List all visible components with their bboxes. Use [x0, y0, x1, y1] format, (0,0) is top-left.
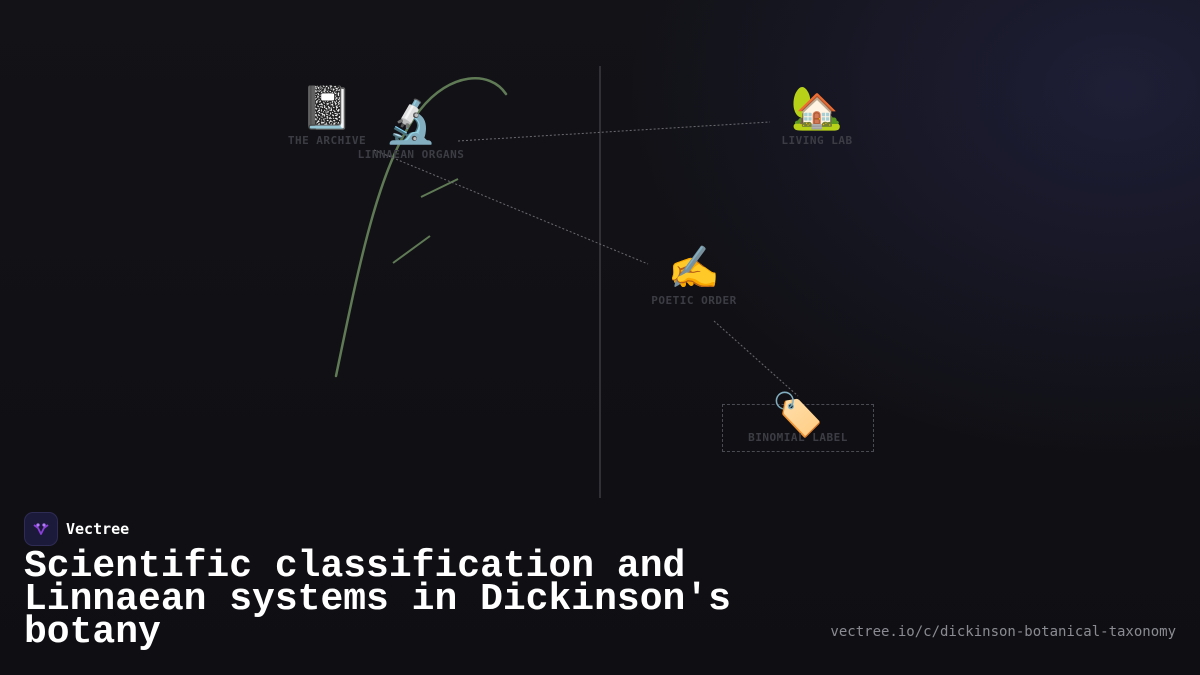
node-living-lab[interactable]: 🏡 LIVING LAB — [781, 83, 853, 148]
notebook-icon: 📓 — [300, 83, 354, 132]
plant-stem — [334, 77, 508, 378]
brand-name: Vectree — [66, 520, 130, 538]
node-linnaean[interactable]: 🔬 LINNAEAN ORGANS — [357, 97, 465, 162]
page-title: Scientific classification and Linnaean s… — [24, 545, 731, 654]
page-url[interactable]: vectree.io/c/dickinson-botanical-taxonom… — [830, 624, 1176, 640]
node-archive-label: THE ARCHIVE — [287, 134, 367, 147]
connector-archive-poetic — [373, 149, 649, 265]
connector-poetic-binomial — [713, 320, 799, 397]
node-linnaean-label: LINNAEAN ORGANS — [357, 148, 465, 161]
node-binomial-label[interactable]: 🏷️ BINOMIAL LABEL — [722, 391, 874, 452]
writing-hand-icon: ✍️ — [667, 243, 721, 292]
node-archive[interactable]: 📓 THE ARCHIVE — [287, 83, 367, 148]
node-poetic-order[interactable]: ✍️ POETIC ORDER — [651, 243, 737, 308]
plant-leaf-lower — [392, 235, 431, 264]
microscope-icon: 🔬 — [384, 97, 438, 146]
node-poetic-order-label: POETIC ORDER — [651, 294, 737, 307]
plant-leaf-upper — [420, 178, 459, 198]
vectree-logo-icon — [24, 512, 58, 546]
connector-linnaean-living — [457, 121, 771, 142]
brand: Vectree — [24, 512, 129, 546]
node-binomial-label-text: BINOMIAL LABEL — [748, 431, 848, 444]
house-with-garden-icon: 🏡 — [790, 83, 844, 132]
label-tag-icon: 🏷️ — [771, 390, 825, 439]
node-living-lab-label: LIVING LAB — [781, 134, 853, 147]
